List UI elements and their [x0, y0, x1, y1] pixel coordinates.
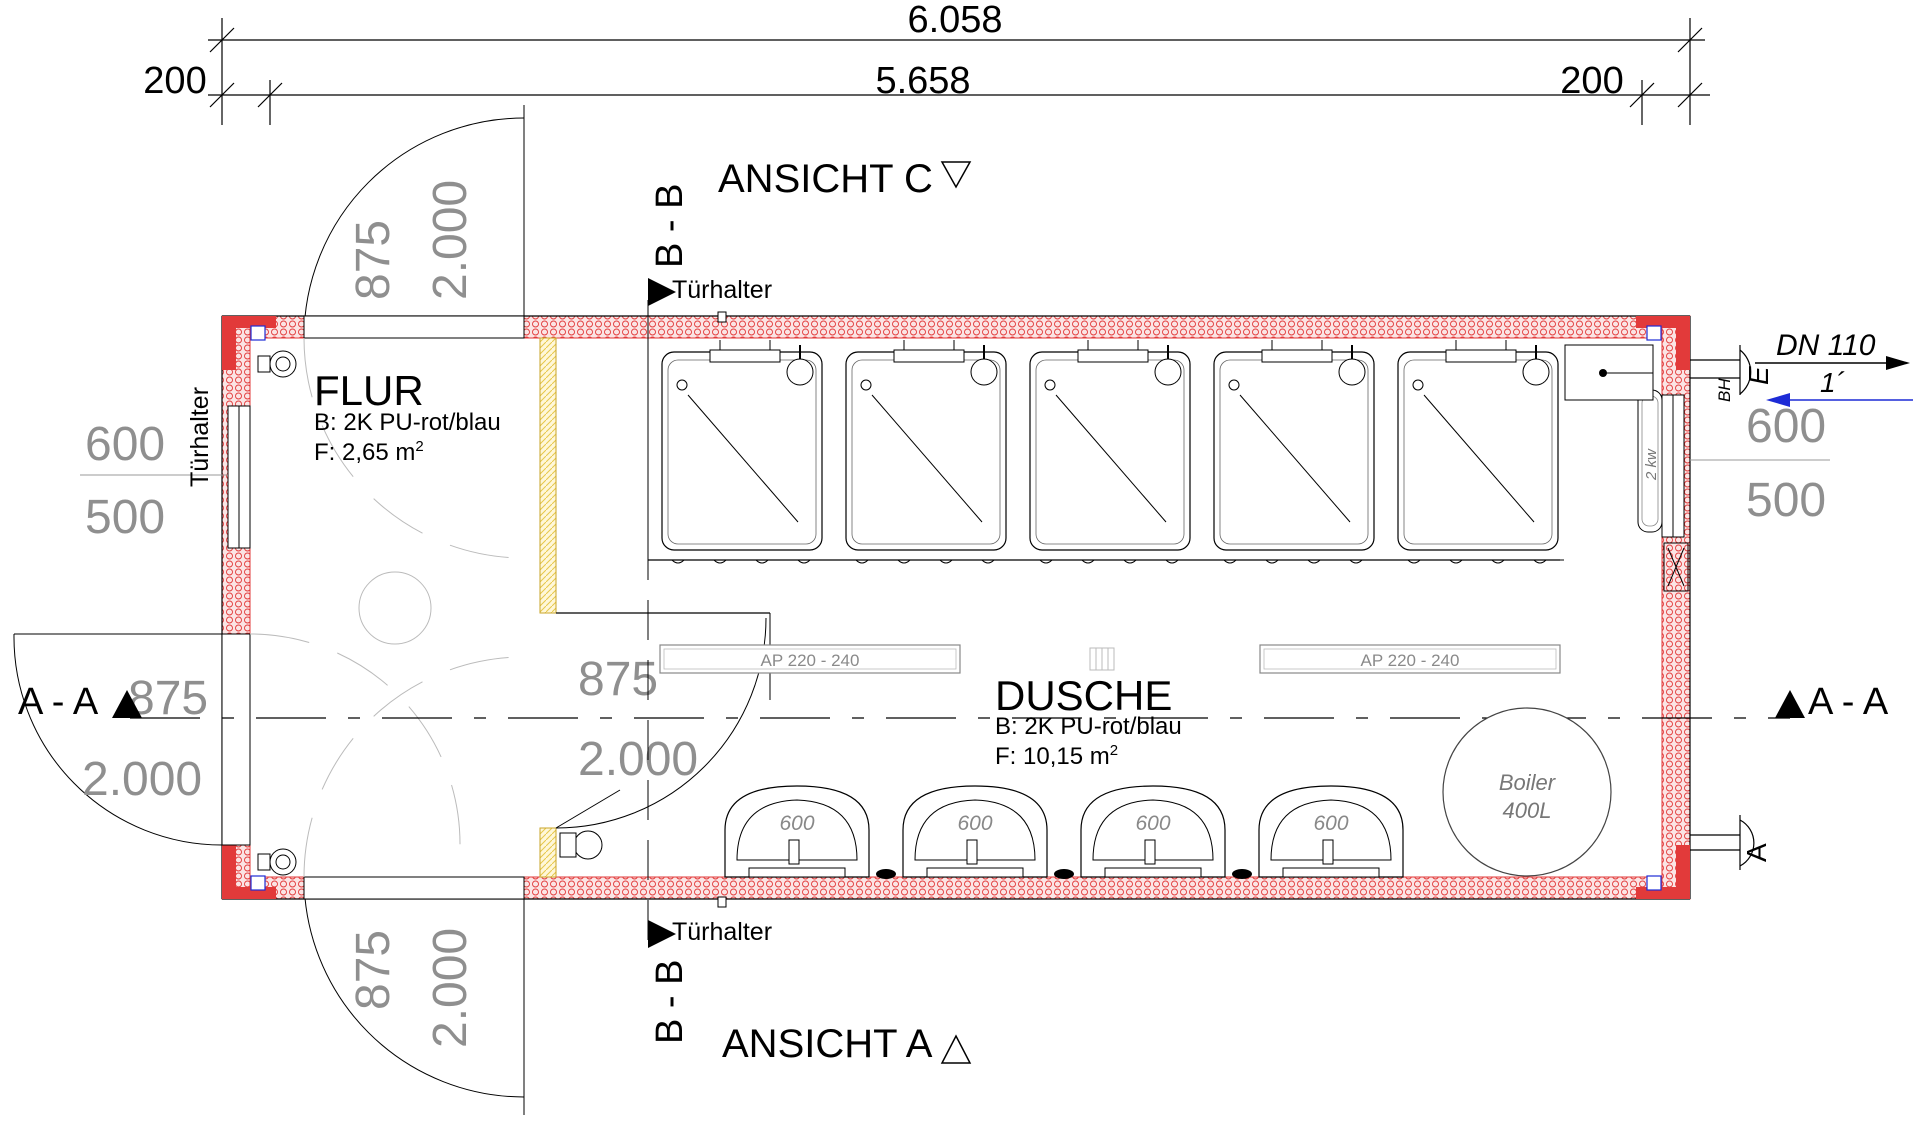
- bottom-door-height: 2.000: [424, 928, 477, 1048]
- partition-wall-lower: [539, 827, 557, 878]
- swing-arcs-dashed: [249, 337, 525, 878]
- overall-length-dimension: 6.058: [907, 0, 1002, 41]
- drain-size: DN 110: [1776, 329, 1876, 362]
- top-door-width: 875: [347, 220, 400, 300]
- drain-arrow-icon: [1755, 356, 1913, 407]
- boiler-capacity: 400L: [1503, 798, 1552, 823]
- right-window-height: 500: [1746, 474, 1826, 527]
- wash-basin: 600: [876, 785, 1048, 879]
- door-top: [303, 105, 525, 339]
- inner-door-height: 2.000: [578, 733, 698, 786]
- wash-basin: 600: [1054, 785, 1226, 879]
- door-holder-top: Türhalter: [672, 276, 772, 304]
- shower-stalls: [660, 340, 1564, 564]
- boiler-label: Boiler: [1499, 770, 1557, 795]
- label-e: E: [1743, 366, 1774, 385]
- shower-stall: [1396, 340, 1564, 564]
- radiator-right: [1259, 644, 1561, 674]
- room-floor-dusche: B: 2K PU-rot/blau: [995, 713, 1182, 740]
- radiator-left: [659, 644, 961, 674]
- sink-label: 600: [779, 812, 814, 835]
- door-bottom: [303, 876, 525, 1115]
- shower-stall: [1028, 340, 1196, 564]
- view-triangle-bottom-icon: [940, 1034, 972, 1064]
- vent-icon: [1663, 542, 1689, 592]
- top-door-height: 2.000: [424, 180, 477, 300]
- section-bb-bottom-arrow-icon: [648, 920, 676, 948]
- section-aa-right-arrow-icon: [1775, 690, 1805, 718]
- wash-basin: 600: [724, 785, 870, 878]
- inner-length-dimension: 5.658: [875, 60, 970, 102]
- door-holder-left: Türhalter: [186, 387, 214, 487]
- door-holder-bottom: Türhalter: [672, 918, 772, 946]
- service-entry-e: [1690, 345, 1752, 395]
- inner-door-width: 875: [578, 653, 658, 706]
- corner-fittings: [257, 350, 603, 876]
- left-door-height: 2.000: [82, 753, 202, 806]
- radiator-left-label: AP 220 - 240: [761, 651, 860, 670]
- section-bb-bottom: B - B: [649, 960, 691, 1044]
- sink-row: 600 600 600 600: [724, 785, 1404, 879]
- view-label-top: ANSICHT C: [718, 157, 933, 201]
- room-area-dusche: F: 10,15 m2: [995, 742, 1118, 770]
- room-name-dusche: DUSCHE: [995, 672, 1172, 719]
- sink-label: 600: [1135, 812, 1170, 835]
- right-window-width: 600: [1746, 400, 1826, 453]
- radiator-right-label: AP 220 - 240: [1361, 651, 1460, 670]
- shower-stall: [844, 340, 1012, 564]
- dimension-lines: [208, 18, 1710, 125]
- left-window-height: 500: [85, 491, 165, 544]
- left-window-width: 600: [85, 418, 165, 471]
- view-label-bottom: ANSICHT A: [722, 1022, 933, 1066]
- section-bb-top-arrow-icon: [648, 278, 676, 306]
- view-triangle-top-icon: [940, 161, 972, 189]
- section-aa-left-arrow-icon: [112, 690, 142, 718]
- label-a: A: [1741, 843, 1772, 862]
- room-floor-flur: B: 2K PU-rot/blau: [314, 409, 501, 436]
- window-right: [1661, 394, 1685, 538]
- door-left: [13, 633, 251, 846]
- shower-stall: [660, 340, 828, 564]
- room-area-flur: F: 2,65 m2: [314, 438, 424, 466]
- floor-drain-icon: [1089, 647, 1115, 671]
- bottom-door-width: 875: [347, 930, 400, 1010]
- turning-circle: [358, 571, 432, 645]
- partition-wall: [539, 337, 557, 614]
- sink-label: 600: [957, 812, 992, 835]
- wash-basin: 600: [1232, 785, 1404, 879]
- section-aa-right: A - A: [1808, 681, 1889, 723]
- sink-label: 600: [1313, 812, 1348, 835]
- label-bh: BH: [1715, 378, 1734, 402]
- left-door-width: 875: [128, 672, 208, 725]
- room-name-flur: FLUR: [314, 367, 424, 414]
- section-bb-top: B - B: [649, 184, 691, 268]
- shower-stall: [1212, 340, 1380, 564]
- window-left: [227, 405, 251, 549]
- drain-slope: 1´: [1820, 367, 1845, 398]
- boiler: [1442, 707, 1612, 877]
- section-aa-left: A - A: [18, 681, 99, 723]
- heater-label: 2 kw: [1643, 448, 1660, 481]
- service-entry-a: [1690, 815, 1755, 870]
- right-wall-dimension: 200: [1560, 60, 1623, 102]
- left-wall-dimension: 200: [143, 60, 206, 102]
